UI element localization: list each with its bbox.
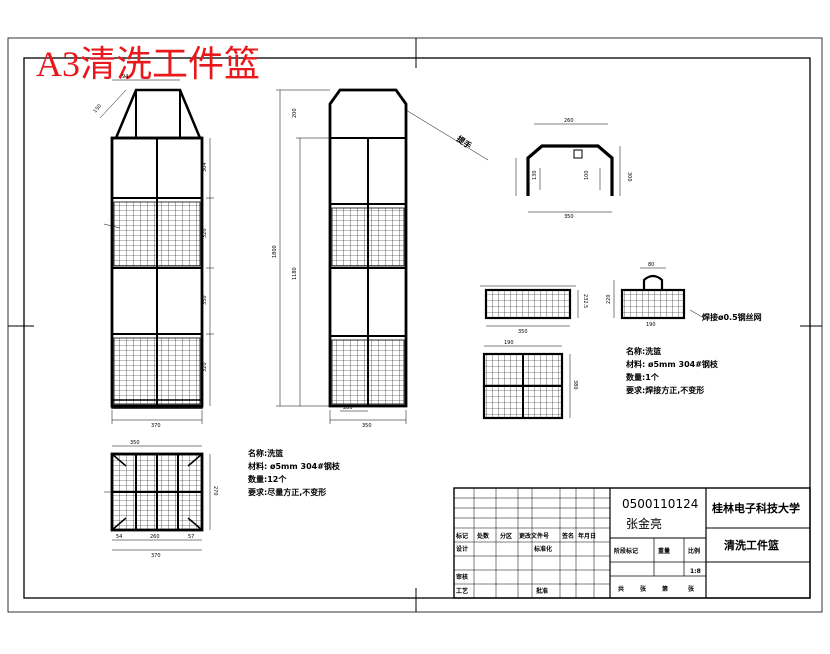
rev-header-date: 年月日	[578, 532, 596, 540]
dim-side-bottom: 280	[343, 405, 353, 411]
front-view-dimensions	[99, 79, 214, 424]
rev-header-mark: 标记	[455, 532, 468, 540]
dim-side-top: 200	[292, 108, 298, 118]
sheet-unit-2: 张	[688, 585, 695, 593]
dim-front-width: 370	[151, 423, 161, 429]
dim-handle-side-mid: 100	[584, 170, 590, 180]
row-review: 审核	[456, 573, 468, 581]
note-bottom-material: 材料: ø5mm 304#钢枝	[248, 461, 341, 471]
note-top-name: 名称:洗篮	[626, 346, 661, 356]
center-marks	[8, 38, 822, 612]
dim-handle-side-right: 300	[626, 172, 632, 182]
dim-plan-w: 190	[504, 340, 514, 346]
dim-base-h: 270	[212, 486, 218, 496]
rev-header-zone: 分区	[500, 532, 512, 540]
note-weld-mesh: 焊接ø0.5钢丝网	[702, 312, 762, 322]
note-top-quantity: 数量:1个	[626, 372, 660, 382]
title-rev-headers: 标记 处数 分区 更改文件号 签名 年月日	[455, 532, 596, 540]
rev-header-sign: 签名	[561, 532, 574, 540]
dim-front-seg-3: 350	[202, 295, 208, 305]
notes-top: 名称:洗篮 材料: ø5mm 304#钢枝 数量:1个 要求:焊接方正,不变形	[626, 346, 719, 395]
dim-base-seg-left: 54	[116, 534, 122, 540]
stage-mark: 阶段标记	[614, 547, 638, 555]
tray-side	[613, 267, 705, 320]
title-drawing-name: 清洗工件篮	[724, 538, 779, 552]
tray-plan	[482, 345, 571, 420]
dim-front-seg-1: 304	[202, 162, 208, 172]
title-scale: 1:8	[690, 568, 701, 575]
row-approve: 批准	[536, 587, 548, 595]
dim-side-total-height: 1800	[272, 245, 278, 258]
title-block	[453, 487, 811, 599]
dim-base-seg-mid: 260	[150, 534, 160, 540]
dim-side-width: 350	[362, 423, 372, 429]
stage-scale: 比例	[688, 547, 700, 555]
sheet-unit-1: 张	[640, 585, 647, 593]
dim-tray-height: 232.5	[582, 294, 588, 308]
title-student-id: 0500110124	[622, 497, 698, 511]
drawing-title: A3清洗工件篮	[36, 44, 260, 84]
note-bottom-quantity: 数量:12个	[248, 474, 287, 484]
dim-plan-h: 380	[572, 380, 578, 390]
rev-header-count: 处数	[476, 532, 490, 540]
sheet-no: 第	[661, 585, 668, 593]
dim-front-seg-4: 320	[202, 362, 208, 372]
dim-handle-side-left: 130	[532, 170, 538, 180]
rev-header-doc: 更改文件号	[519, 532, 549, 540]
note-bottom-name: 名称:洗篮	[248, 448, 283, 458]
row-standard: 标准化	[533, 545, 552, 553]
dim-tray-width: 350	[518, 329, 528, 335]
dim-top-chamfer: 150	[92, 103, 103, 114]
dim-base-seg-right: 57	[188, 534, 194, 540]
dim-base-total: 370	[151, 553, 161, 559]
dim-front-seg-2: 320	[202, 228, 208, 238]
handle-detail	[515, 123, 621, 213]
notes-bottom: 名称:洗篮 材料: ø5mm 304#钢枝 数量:12个 要求:尽量方正,不变形	[248, 448, 341, 497]
front-view	[110, 88, 204, 409]
note-top-material: 材料: ø5mm 304#钢枝	[626, 359, 719, 369]
dim-base-w-top: 350	[130, 440, 140, 446]
dim-side-height: 1180	[292, 267, 298, 280]
label-handle: 提手	[455, 133, 474, 150]
stage-weight: 重量	[658, 547, 670, 555]
dim-handle-top: 260	[564, 118, 574, 124]
base-plan	[104, 445, 211, 551]
outer-border	[7, 37, 823, 613]
dim-top-seg: 94	[122, 74, 128, 80]
inner-border	[23, 57, 811, 599]
dim-tray-handle: 80	[648, 262, 654, 268]
tray-front	[480, 285, 579, 327]
row-design: 设计	[456, 545, 468, 553]
title-author: 张金亮	[626, 516, 662, 531]
note-bottom-requirement: 要求:尽量方正,不变形	[248, 487, 326, 497]
dim-handle-width: 350	[564, 214, 574, 220]
sheet-total: 共	[618, 585, 624, 593]
side-view-dimensions	[276, 89, 489, 424]
title-school: 桂林电子科技大学	[711, 501, 800, 515]
dim-tray-depth: 190	[646, 322, 656, 328]
row-process: 工艺	[456, 587, 468, 595]
note-top-requirement: 要求:焊接方正,不变形	[626, 385, 704, 395]
dim-tray-side-h: 220	[606, 294, 612, 304]
side-view	[328, 88, 408, 408]
